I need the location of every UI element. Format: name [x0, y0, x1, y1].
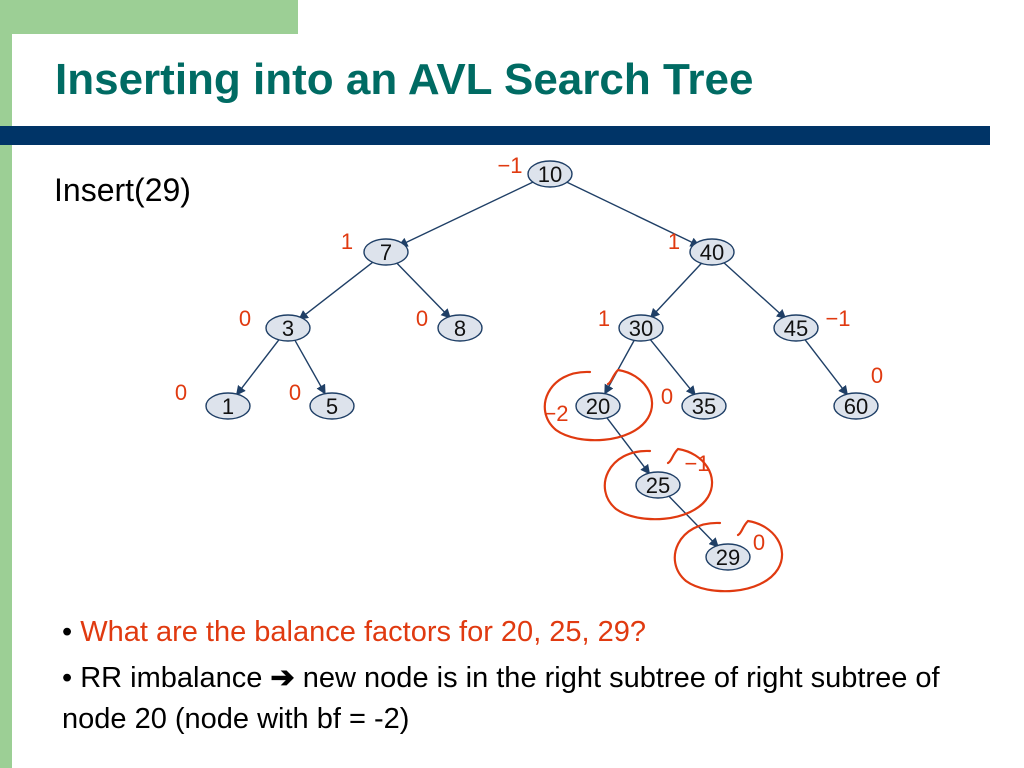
- balance-factor-25: −1: [684, 451, 709, 476]
- tree-edge-20-25: [605, 416, 651, 475]
- slide-title: Inserting into an AVL Search Tree: [55, 55, 754, 104]
- tree-edge-40-30: [649, 261, 703, 319]
- rr-imbalance-label: RR imbalance: [80, 662, 263, 694]
- tree-node-45: 45: [773, 314, 819, 342]
- left-green-bar: [0, 0, 12, 768]
- node-label: 40: [700, 240, 724, 265]
- node-ellipse: [309, 392, 355, 420]
- tree-node-8: 8: [437, 314, 483, 342]
- node-ellipse: [689, 238, 735, 266]
- tree-node-29: 29: [705, 543, 751, 571]
- node-ellipse: [265, 314, 311, 342]
- balance-factor-8: 0: [416, 306, 428, 331]
- node-label: 25: [646, 473, 670, 498]
- tree-node-25: 25: [635, 471, 681, 499]
- balance-factor-20: −2: [543, 401, 568, 426]
- node-ellipse: [705, 543, 751, 571]
- balance-factor-40: 1: [668, 229, 680, 254]
- node-ellipse: [363, 238, 409, 266]
- tree-node-30: 30: [618, 314, 664, 342]
- bullet-marker: •: [62, 662, 73, 694]
- header-green-strip: [0, 0, 298, 34]
- node-label: 7: [380, 240, 392, 265]
- balance-factor-3: 0: [239, 306, 251, 331]
- node-ellipse: [437, 314, 483, 342]
- node-label: 1: [222, 394, 234, 419]
- tree-node-7: 7: [363, 238, 409, 266]
- tree-edge-10-40: [562, 179, 701, 247]
- tree-edge-40-45: [721, 260, 787, 320]
- tree-node-35: 35: [681, 392, 727, 420]
- node-label: 29: [716, 545, 740, 570]
- tree-edge-3-1: [235, 338, 281, 396]
- node-label: 8: [454, 316, 466, 341]
- highlight-circle-29: [673, 519, 784, 593]
- bullet-question: • What are the balance factors for 20, 2…: [62, 612, 1002, 653]
- node-ellipse: [833, 392, 879, 420]
- node-label: 30: [629, 316, 653, 341]
- balance-factor-30: 1: [598, 306, 610, 331]
- tree-node-5: 5: [309, 392, 355, 420]
- bullet-marker: •: [62, 616, 73, 648]
- node-ellipse: [635, 471, 681, 499]
- bullet-rr-imbalance: • RR imbalance ➔ new node is in the righ…: [62, 658, 1002, 740]
- tree-node-3: 3: [265, 314, 311, 342]
- highlight-circle-25: [603, 447, 714, 521]
- tree-node-10: 10: [527, 160, 573, 188]
- node-label: 60: [844, 394, 868, 419]
- tree-edge-45-60: [803, 338, 849, 396]
- node-label: 3: [282, 316, 294, 341]
- node-label: 5: [326, 394, 338, 419]
- node-ellipse: [618, 314, 664, 342]
- node-ellipse: [575, 392, 621, 420]
- tree-node-1: 1: [205, 392, 251, 420]
- balance-factor-1: 0: [175, 380, 187, 405]
- node-ellipse: [527, 160, 573, 188]
- node-ellipse: [773, 314, 819, 342]
- rounded-corner: [12, 34, 92, 114]
- balance-factor-7: 1: [341, 229, 353, 254]
- balance-factor-60: 0: [871, 363, 883, 388]
- rr-imbalance-explanation: new node is in the right subtree of righ…: [62, 662, 940, 735]
- balance-factor-35: 0: [661, 384, 673, 409]
- balance-factor-45: −1: [825, 306, 850, 331]
- right-arrow-icon: ➔: [270, 662, 295, 694]
- title-rule: [0, 126, 990, 145]
- tree-node-20: 20: [575, 392, 621, 420]
- balance-factor-29: 0: [753, 530, 765, 555]
- balance-factor-10: −1: [497, 153, 522, 178]
- balance-factor-5: 0: [289, 380, 301, 405]
- tree-edge-10-7: [397, 179, 538, 247]
- tree-edge-3-5: [294, 339, 326, 395]
- tree-edge-25-29: [667, 494, 719, 548]
- node-label: 20: [586, 394, 610, 419]
- bullet-list: • What are the balance factors for 20, 2…: [62, 612, 1002, 745]
- tree-node-60: 60: [833, 392, 879, 420]
- node-label: 35: [692, 394, 716, 419]
- tree-edge-30-35: [649, 338, 696, 396]
- bullet-question-text: What are the balance factors for 20, 25,…: [80, 616, 647, 648]
- tree-edge-7-8: [395, 261, 451, 319]
- tree-edge-7-3: [298, 260, 376, 321]
- tree-node-40: 40: [689, 238, 735, 266]
- node-ellipse: [681, 392, 727, 420]
- node-label: 45: [784, 316, 808, 341]
- highlight-circle-20: [543, 368, 654, 442]
- tree-edge-30-20: [604, 339, 635, 395]
- node-ellipse: [205, 392, 251, 420]
- node-label: 10: [538, 162, 562, 187]
- insert-operation-label: Insert(29): [54, 172, 191, 208]
